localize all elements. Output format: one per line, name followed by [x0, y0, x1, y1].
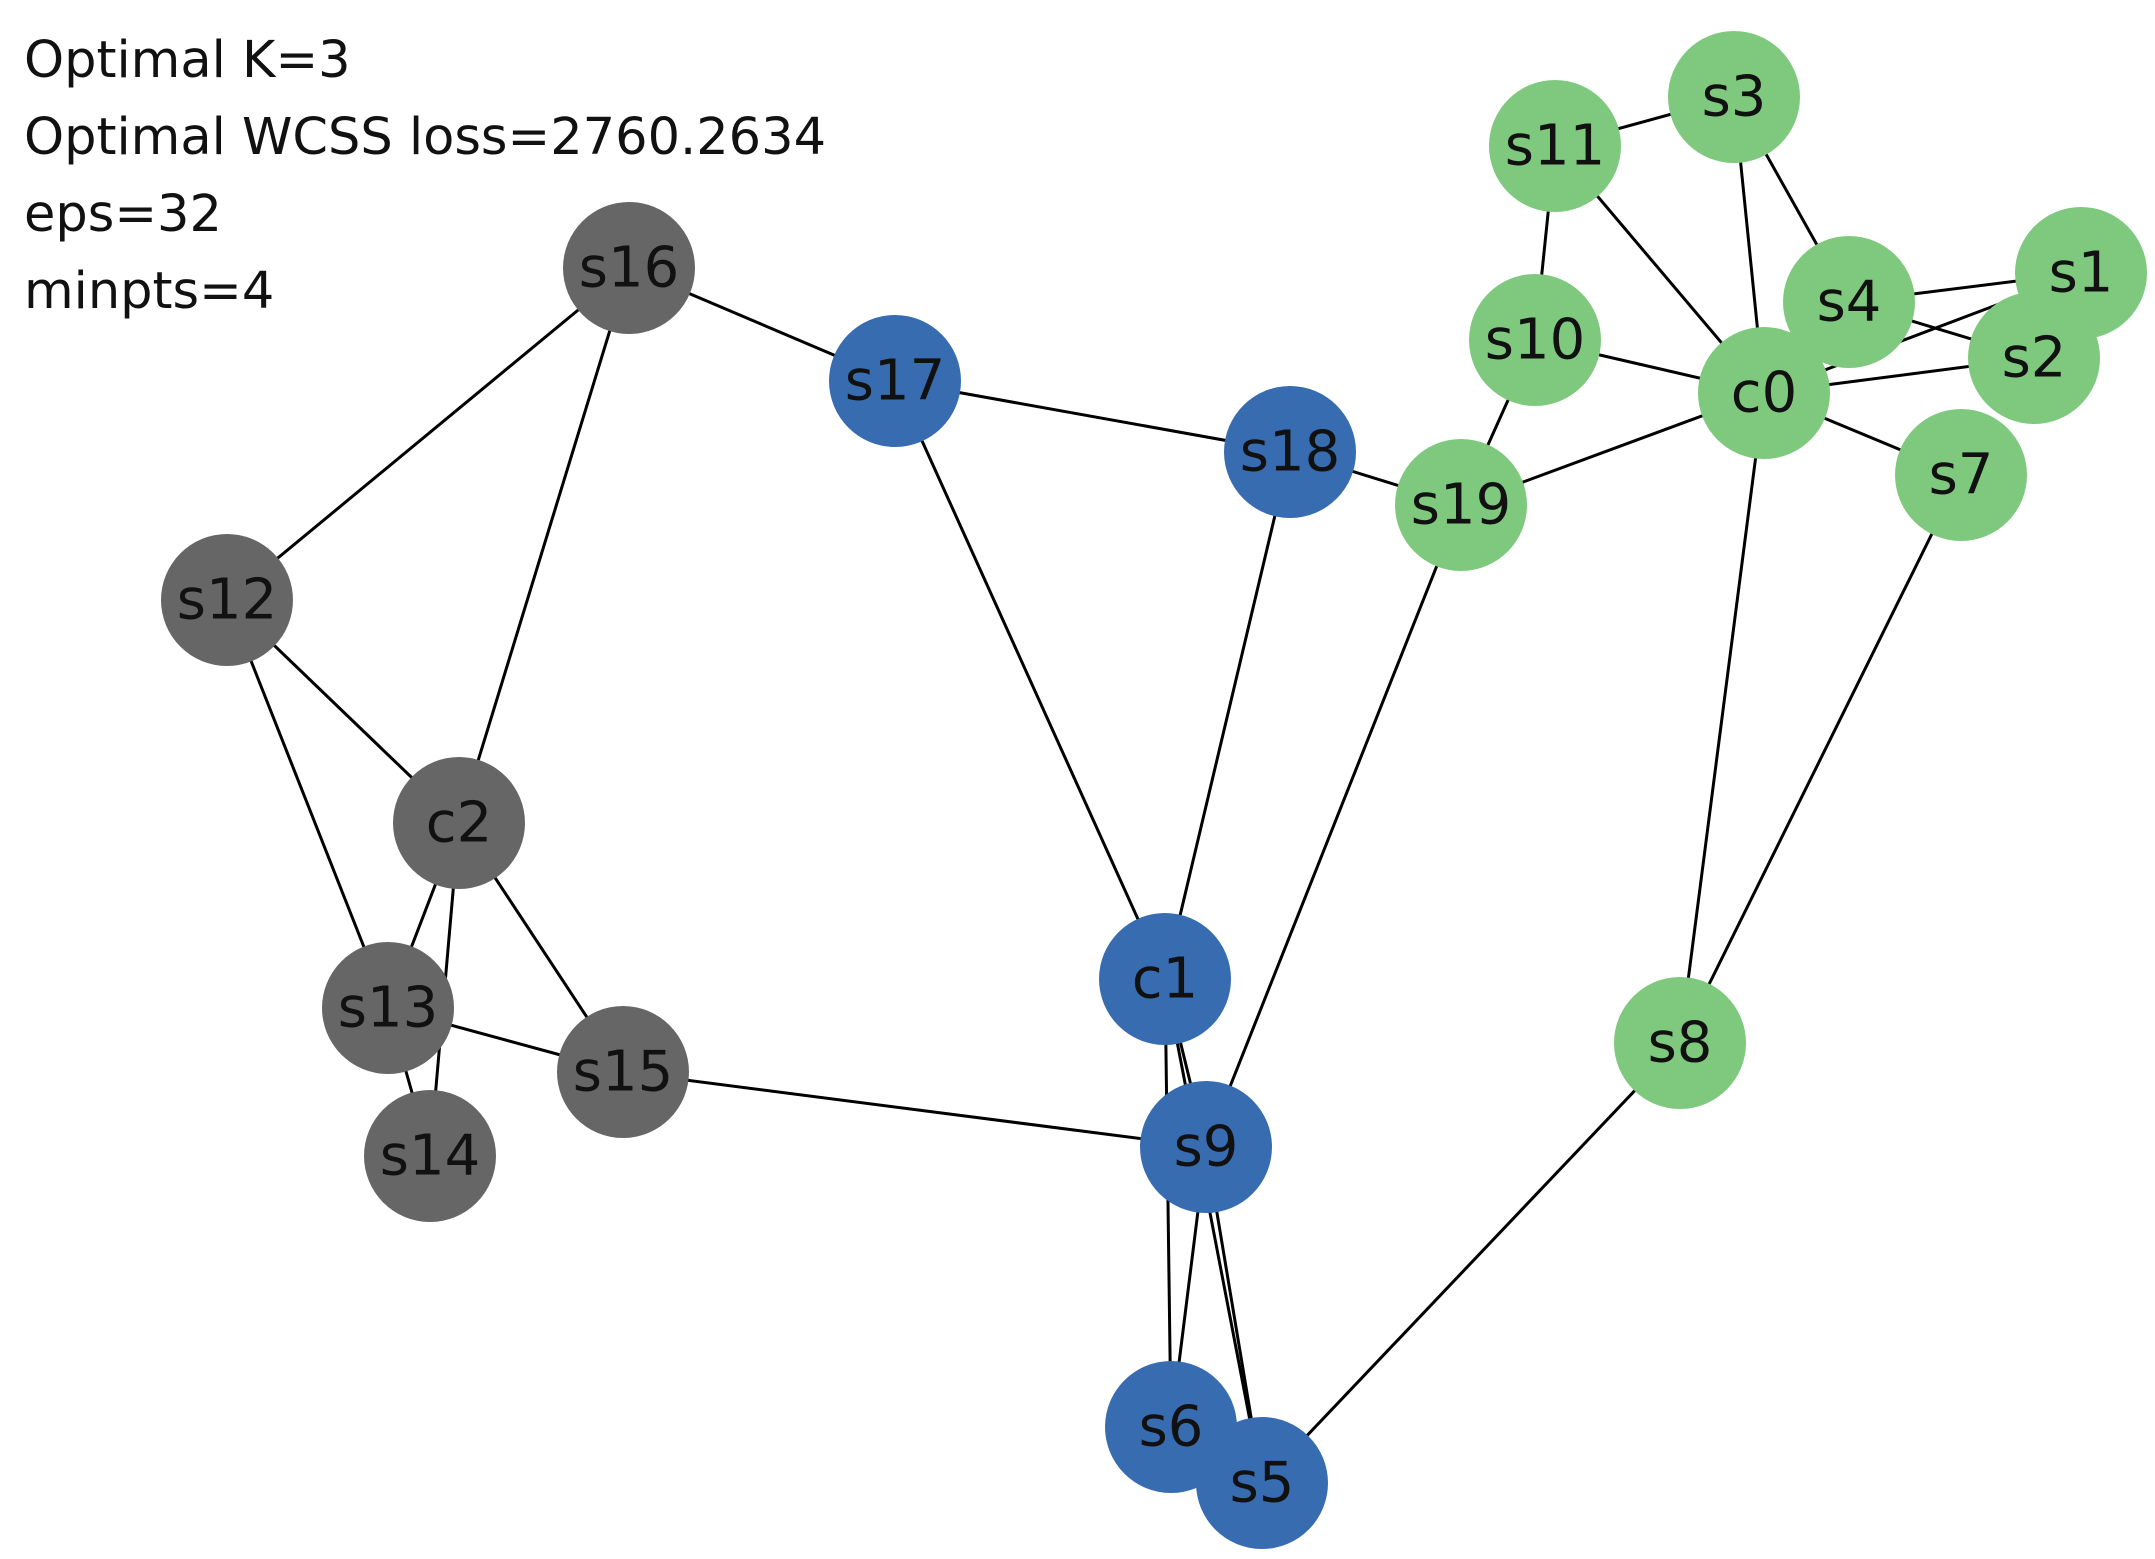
node-circle-s18	[1224, 386, 1356, 518]
node-circle-s12	[161, 534, 293, 666]
node-circle-c0	[1698, 327, 1830, 459]
node-label-s18: s18	[1240, 420, 1340, 485]
edge-s7-s8	[1678, 473, 1963, 1045]
node-label-s17: s17	[845, 349, 945, 414]
node-s13: s13	[322, 942, 454, 1074]
edge-s16-s12	[225, 266, 631, 602]
node-label-s6: s6	[1139, 1395, 1204, 1460]
node-circle-s7	[1895, 409, 2027, 541]
node-label-s15: s15	[573, 1040, 673, 1105]
node-circle-s4	[1783, 236, 1915, 368]
node-label-s13: s13	[338, 976, 438, 1041]
edge-s12-s13	[225, 598, 390, 1010]
node-label-c1: c1	[1132, 947, 1198, 1012]
node-label-s7: s7	[1929, 443, 1994, 508]
node-label-s16: s16	[579, 236, 679, 301]
node-s18: s18	[1224, 386, 1356, 518]
optimal-k-text: Optimal K=3	[24, 31, 351, 90]
edge-s17-s18	[893, 379, 1292, 454]
node-circle-s13	[322, 942, 454, 1074]
node-label-s9: s9	[1174, 1115, 1239, 1180]
node-label-s11: s11	[1505, 114, 1605, 179]
eps-text: eps=32	[24, 185, 222, 244]
node-label-s2: s2	[2002, 326, 2067, 391]
node-label-c0: c0	[1731, 361, 1797, 426]
node-s8: s8	[1614, 977, 1746, 1109]
node-label-s4: s4	[1817, 270, 1882, 335]
info-panel: Optimal K=3 Optimal WCSS loss=2760.2634 …	[24, 22, 826, 330]
node-c0: c0	[1698, 327, 1830, 459]
node-circle-s14	[364, 1090, 496, 1222]
minpts-text: minpts=4	[24, 262, 275, 321]
node-c2: c2	[393, 757, 525, 889]
node-s14: s14	[364, 1090, 496, 1222]
node-label-s12: s12	[177, 568, 277, 633]
node-circle-s11	[1489, 80, 1621, 212]
node-s3: s3	[1668, 31, 1800, 163]
node-circle-s3	[1668, 31, 1800, 163]
node-s15: s15	[557, 1006, 689, 1138]
node-circle-s6	[1105, 1361, 1237, 1493]
edge-s18-c1	[1163, 450, 1292, 981]
edge-s16-c2	[457, 266, 631, 825]
node-s11: s11	[1489, 80, 1621, 212]
node-s7: s7	[1895, 409, 2027, 541]
node-s4: s4	[1783, 236, 1915, 368]
node-circle-s15	[557, 1006, 689, 1138]
node-label-s5: s5	[1230, 1451, 1295, 1516]
node-circle-s9	[1140, 1081, 1272, 1213]
node-circle-c1	[1099, 913, 1231, 1045]
node-s10: s10	[1469, 274, 1601, 406]
node-s2: s2	[1968, 292, 2100, 424]
node-circle-s2	[1968, 292, 2100, 424]
node-circle-s10	[1469, 274, 1601, 406]
node-s19: s19	[1395, 439, 1527, 571]
node-label-c2: c2	[426, 791, 492, 856]
node-label-s3: s3	[1702, 65, 1767, 130]
edge-s8-s5	[1260, 1041, 1682, 1485]
node-s6: s6	[1105, 1361, 1237, 1493]
node-label-s14: s14	[380, 1124, 480, 1189]
edge-c0-s8	[1678, 391, 1766, 1045]
edge-s17-c1	[893, 379, 1167, 981]
node-s16: s16	[563, 202, 695, 334]
node-s12: s12	[161, 534, 293, 666]
node-c1: c1	[1099, 913, 1231, 1045]
node-circle-s8	[1614, 977, 1746, 1109]
node-circle-s19	[1395, 439, 1527, 571]
graph-nodes: c0 s1 s2 s3 s4 s7 s8 s10 s11 s19 c1 s5 s6 s9 s17 s18 c2 s…	[161, 31, 2147, 1549]
optimal-wcss-text: Optimal WCSS loss=2760.2634	[24, 108, 827, 167]
node-label-s1: s1	[2049, 241, 2114, 306]
edge-s15-s9	[621, 1070, 1208, 1149]
node-s9: s9	[1140, 1081, 1272, 1213]
node-label-s8: s8	[1648, 1011, 1713, 1076]
node-circle-s17	[829, 315, 961, 447]
node-label-s19: s19	[1411, 473, 1511, 538]
node-circle-s16	[563, 202, 695, 334]
edge-c1-s6	[1163, 977, 1173, 1429]
node-circle-c2	[393, 757, 525, 889]
node-label-s10: s10	[1485, 308, 1585, 373]
node-s17: s17	[829, 315, 961, 447]
edge-c1-s5	[1163, 977, 1264, 1485]
edge-s19-s9	[1204, 503, 1463, 1149]
